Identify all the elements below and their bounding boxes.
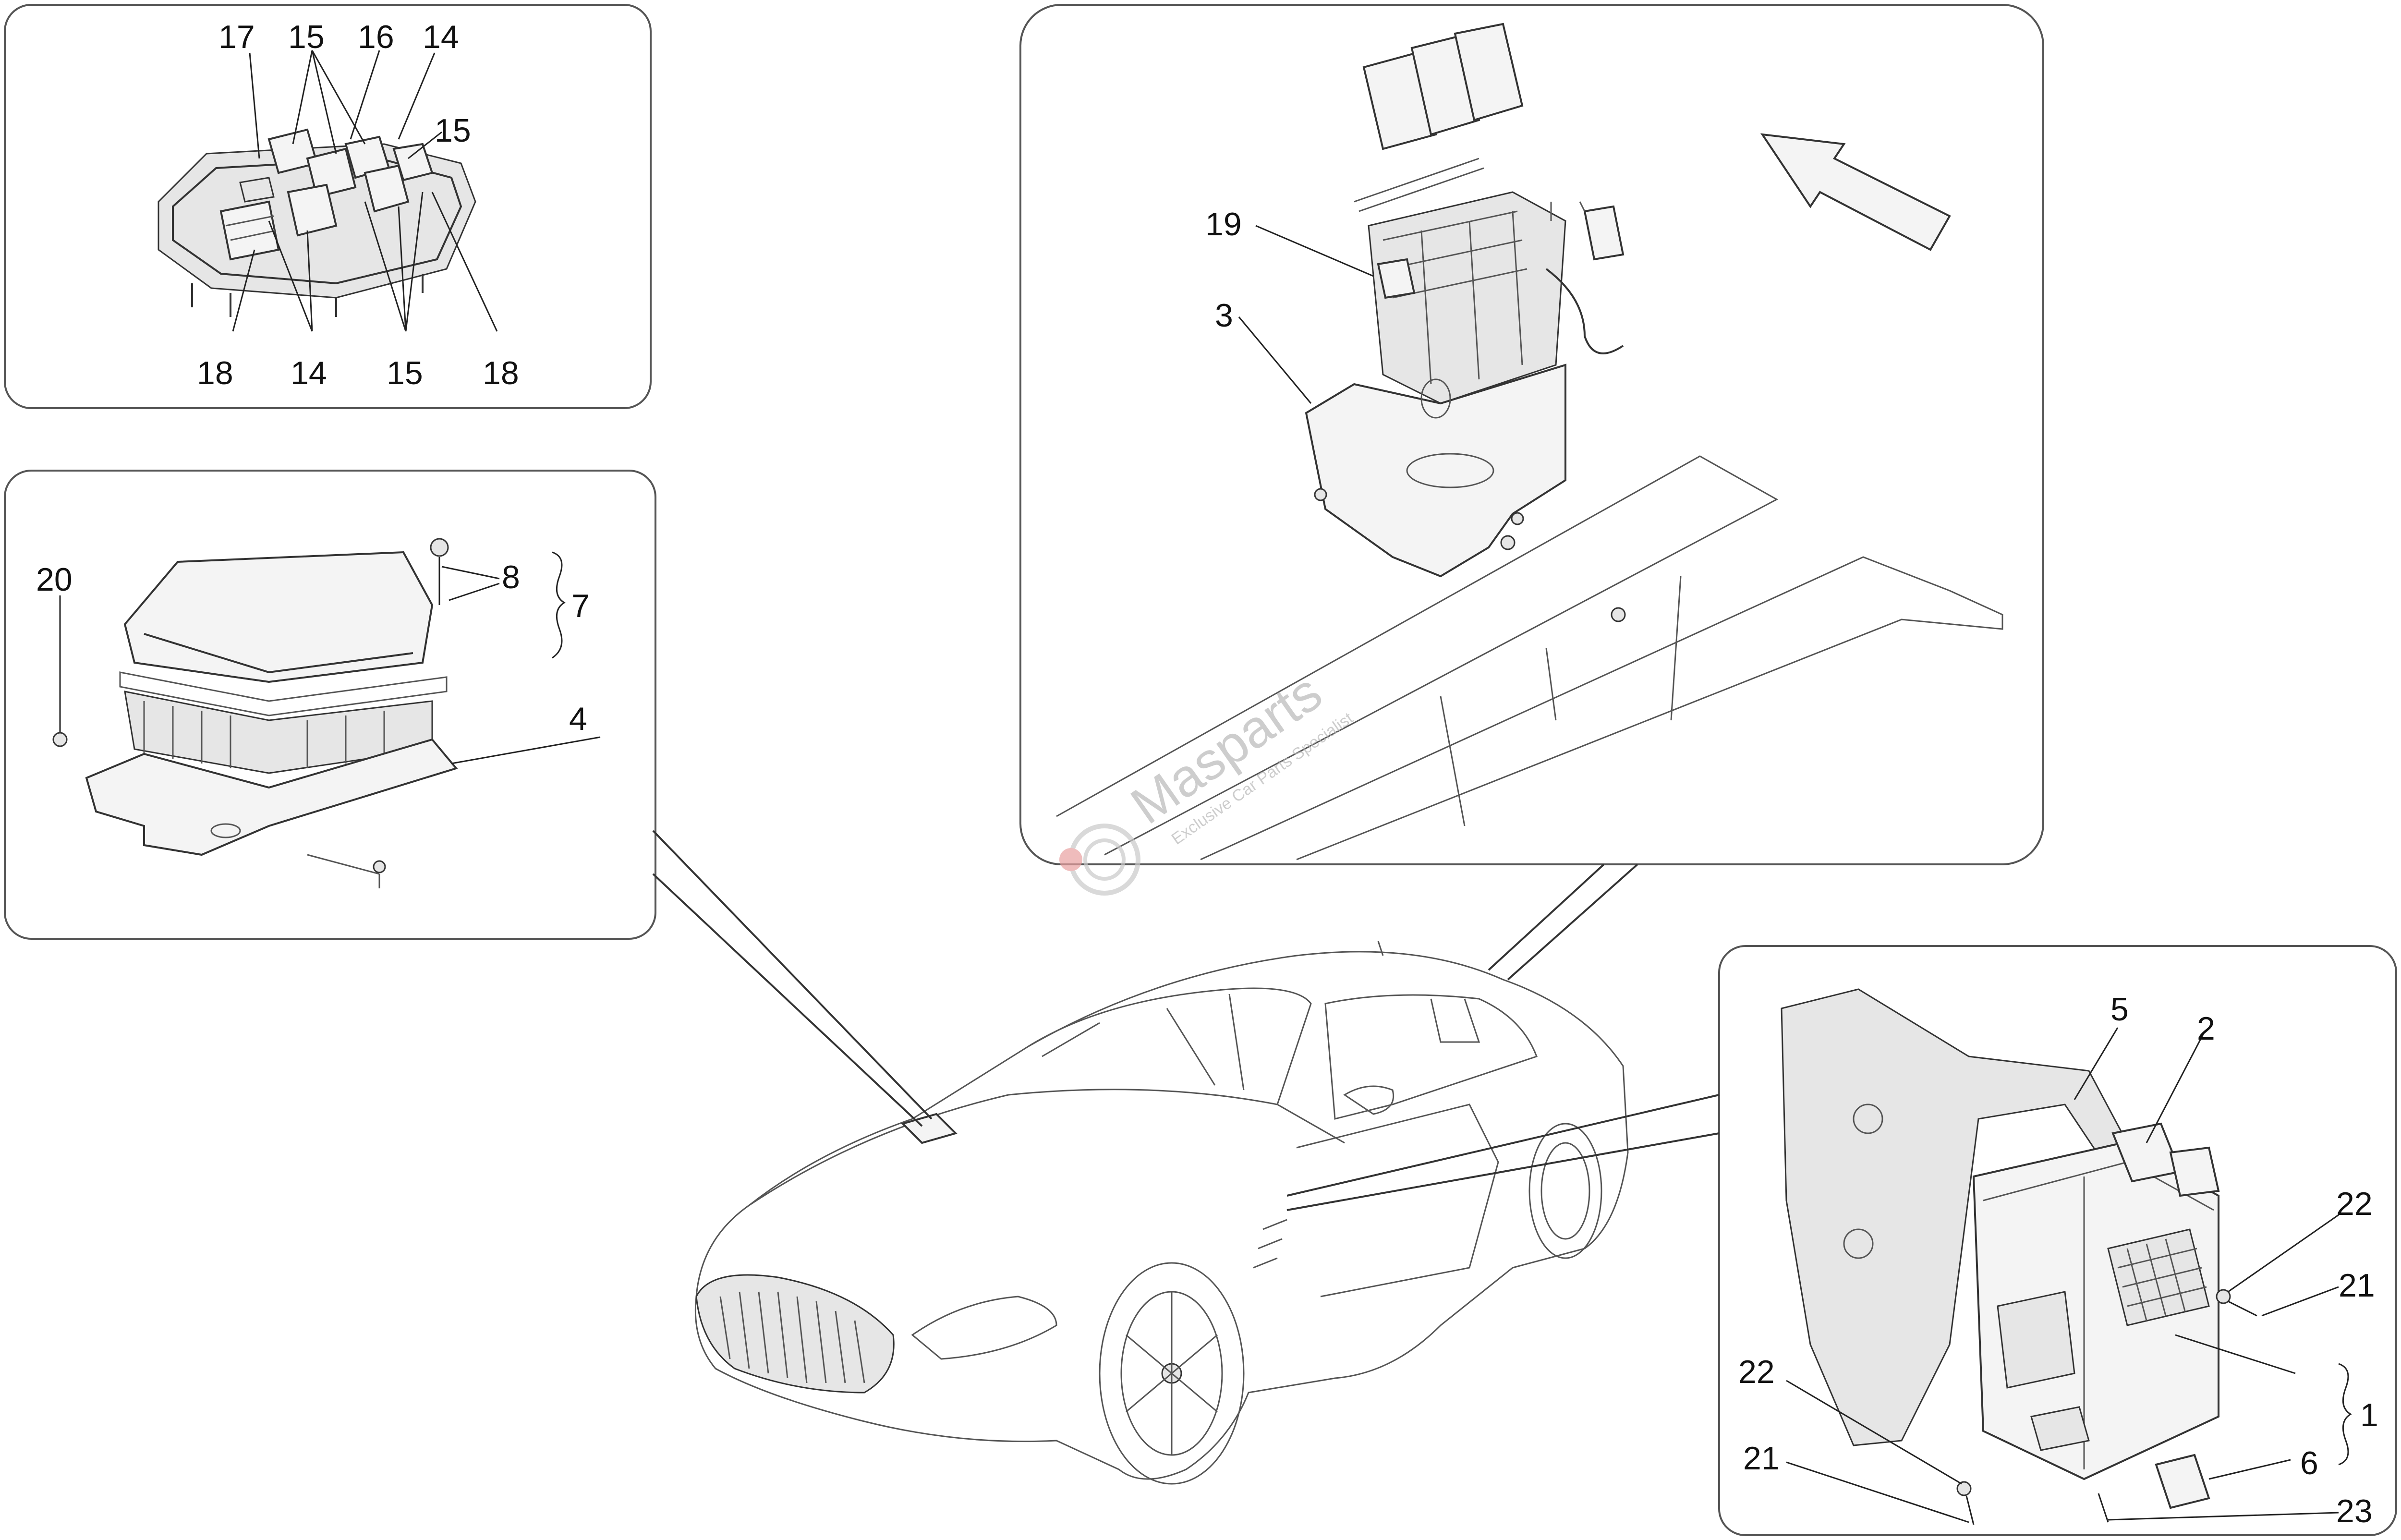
callout-19: 19 — [1205, 206, 1242, 243]
callout-21-right: 21 — [2339, 1267, 2375, 1304]
callout-5: 5 — [2110, 991, 2129, 1028]
callout-6: 6 — [2300, 1445, 2318, 1481]
callout-3: 3 — [1215, 297, 1233, 334]
callout-20: 20 — [36, 561, 73, 598]
callout-4: 4 — [569, 701, 587, 737]
car-outline — [694, 941, 1629, 1485]
panel-relay-box: 17 15 16 14 15 18 14 15 18 — [4, 4, 652, 409]
callout-2: 2 — [2197, 1010, 2215, 1047]
panel-fuse-bracket: 19 3 — [1019, 4, 2044, 865]
fuse-grid — [2107, 1228, 2210, 1326]
callout-15-top: 15 — [288, 19, 325, 55]
callout-15-right: 15 — [435, 112, 471, 149]
callout-14-top: 14 — [423, 19, 459, 55]
callout-17: 17 — [218, 19, 255, 55]
callout-21-left: 21 — [1743, 1440, 1780, 1477]
callout-14-bottom: 14 — [291, 355, 327, 391]
panel-control-unit: 20 8 7 4 — [4, 470, 656, 940]
callout-23: 23 — [2336, 1493, 2373, 1529]
callout-18-right: 18 — [483, 355, 519, 391]
callout-1: 1 — [2360, 1397, 2378, 1433]
callout-16: 16 — [358, 19, 394, 55]
callout-22-left: 22 — [1738, 1354, 1775, 1390]
panel-body-computer: 5 2 22 21 1 6 22 21 23 — [1718, 945, 2397, 1536]
callout-22-right: 22 — [2336, 1186, 2373, 1222]
callout-15-bottom: 15 — [387, 355, 423, 391]
connector-lines — [652, 830, 1720, 1211]
callout-7: 7 — [571, 588, 590, 624]
callout-8: 8 — [502, 559, 520, 595]
callout-18-left: 18 — [197, 355, 233, 391]
